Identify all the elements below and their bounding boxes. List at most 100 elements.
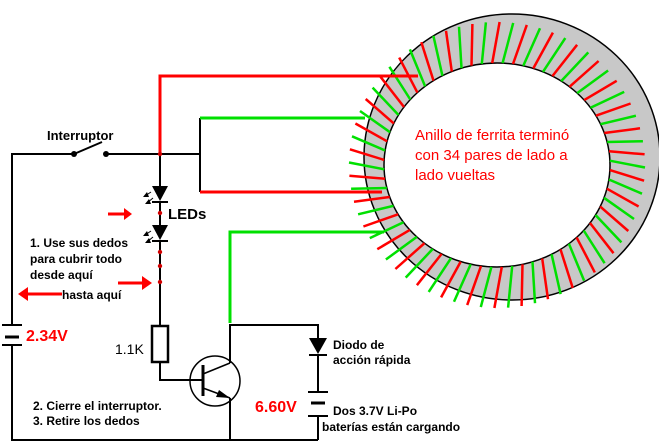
- charge-label-line-2: baterías están cargando: [322, 420, 460, 434]
- winding-turn: [607, 139, 643, 144]
- winding-turn: [511, 24, 528, 65]
- winding-turn: [457, 26, 463, 69]
- step1-line-1: 1. Use sus dedos: [30, 236, 128, 250]
- winding-turn: [420, 41, 435, 81]
- winding-turn: [589, 90, 625, 109]
- winding-turn: [606, 187, 640, 208]
- winding-turn: [376, 228, 411, 251]
- winding-turn: [540, 258, 550, 300]
- resistor-label: 1.1K: [115, 341, 144, 357]
- winding-turn: [575, 236, 596, 273]
- winding-turn: [608, 150, 645, 156]
- switch-icon[interactable]: [71, 141, 109, 157]
- winding-turn: [371, 86, 400, 116]
- winding-turn: [440, 260, 462, 299]
- winding-turn: [349, 148, 385, 162]
- winding-turn: [608, 178, 643, 195]
- winding-turn: [567, 243, 586, 282]
- winding-turn: [604, 127, 641, 135]
- diode-label-line-1: Diodo de: [333, 338, 385, 352]
- ring-label-line-2: con 34 pares de lado a: [415, 147, 568, 164]
- winding-turn: [541, 37, 567, 73]
- winding-turn: [582, 229, 606, 264]
- winding-turn: [589, 222, 615, 254]
- ring-label-line-3: lado vueltas: [415, 167, 495, 184]
- winding-turn: [444, 30, 454, 72]
- arrow-icon: [118, 276, 152, 290]
- winding-turn: [348, 161, 385, 171]
- step2-label: 2. Cierre el interruptor.: [33, 399, 162, 413]
- winding-turn: [560, 51, 590, 82]
- diode-icon: [309, 338, 327, 356]
- winding-turn: [388, 66, 412, 101]
- winding-turn: [470, 23, 474, 66]
- winding-turn: [550, 254, 562, 295]
- ring-label-line-1: Anillo de ferrita terminó: [415, 127, 569, 144]
- ferrite-ring: [348, 13, 659, 309]
- winding-turn: [493, 266, 504, 309]
- winding-turn: [408, 48, 427, 87]
- step1-line-2: para cubrir todo: [30, 252, 122, 266]
- led-icon: [143, 225, 168, 243]
- step1-to: hasta aquí: [62, 288, 122, 302]
- winding-turn: [349, 174, 386, 180]
- winding-turn: [415, 253, 443, 286]
- switch-label: Interruptor: [47, 128, 113, 143]
- charge-label-line-1: Dos 3.7V Li-Po: [333, 404, 417, 418]
- battery-icon: [2, 324, 22, 346]
- ring-windings: [348, 21, 646, 309]
- winding-turn: [359, 109, 391, 134]
- winding-turn: [520, 264, 524, 307]
- winding-turn: [559, 249, 574, 289]
- diode-label-line-2: acción rápida: [333, 353, 411, 367]
- winding-turn: [379, 76, 405, 108]
- resistor-icon: [150, 324, 170, 364]
- arrow-icon: [18, 287, 62, 301]
- step1-line-3: desde aquí: [30, 268, 93, 282]
- winding-turn: [532, 31, 554, 70]
- led-icon: [143, 186, 168, 204]
- arrow-icon: [108, 208, 132, 220]
- touch-points: [157, 151, 163, 285]
- winding-turn: [357, 204, 394, 216]
- winding-turn: [354, 122, 388, 143]
- winding-turn: [364, 98, 395, 125]
- step3-label: 3. Retire los dedos: [33, 414, 140, 428]
- winding-turn: [351, 135, 386, 152]
- winding-turn: [427, 257, 453, 293]
- transistor-icon: [189, 355, 241, 407]
- winding-turn: [599, 205, 630, 232]
- winding-turn: [594, 214, 623, 244]
- winding-turn: [609, 168, 645, 182]
- winding-turn: [452, 263, 472, 303]
- winding-turn: [369, 221, 405, 240]
- winding-turn: [583, 79, 618, 102]
- winding-turn: [466, 265, 483, 306]
- charge-battery-icon: [308, 391, 328, 417]
- leds-label: LEDs: [168, 206, 206, 223]
- winding-turn: [432, 35, 444, 76]
- winding-turn: [351, 186, 387, 191]
- winding-turn: [568, 60, 600, 88]
- winding-turn: [404, 248, 434, 279]
- winding-turn: [385, 235, 418, 261]
- winding-turn: [595, 102, 632, 117]
- winding-turn: [531, 261, 537, 304]
- winding-turn: [480, 22, 488, 65]
- winding-turn: [522, 27, 542, 67]
- winding-turn: [353, 195, 390, 203]
- winding-turn: [362, 213, 399, 228]
- winding-turn: [490, 21, 501, 64]
- coil-leads: [158, 74, 418, 323]
- winding-turn: [609, 159, 646, 169]
- winding-turn: [603, 196, 635, 221]
- charge-voltage: 6.60V: [255, 399, 297, 416]
- winding-turn: [501, 22, 515, 64]
- winding-turn: [479, 266, 493, 308]
- winding-turn: [506, 265, 514, 308]
- battery-voltage: 2.34V: [26, 328, 68, 345]
- winding-turn: [600, 114, 637, 126]
- winding-turn: [576, 69, 609, 95]
- winding-turn: [394, 242, 426, 270]
